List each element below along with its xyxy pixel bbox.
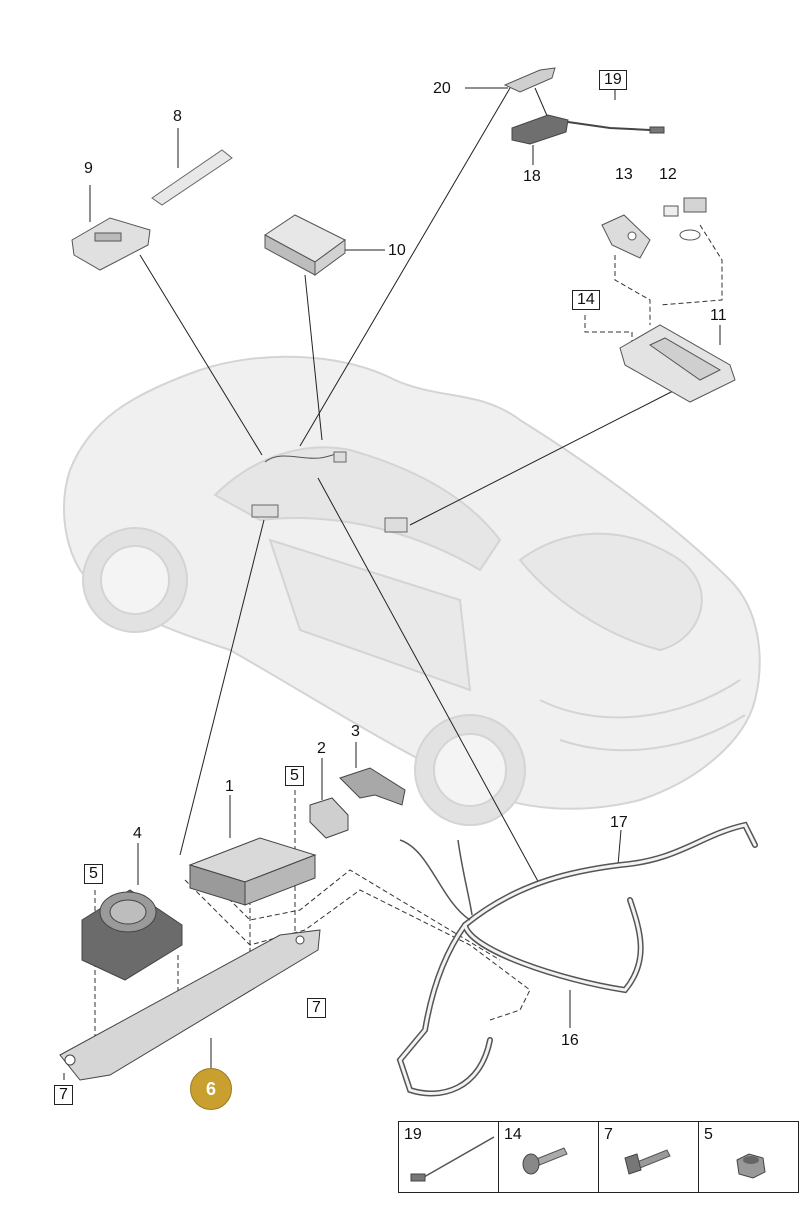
part-8-antenna [151, 149, 233, 206]
part-6-plate [59, 929, 321, 1081]
legend-num-14: 14 [504, 1126, 522, 1143]
part-label-3: 3 [351, 723, 360, 740]
part-label-13: 13 [615, 166, 633, 183]
roof-items [251, 451, 408, 533]
part-label-12: 12 [659, 166, 677, 183]
part-label-2: 2 [317, 740, 326, 757]
part-label-9: 9 [84, 160, 93, 177]
bolt-icon [624, 1149, 671, 1175]
wiring-harness [396, 821, 758, 1097]
part-label-4: 4 [133, 825, 142, 842]
legend-num-19: 19 [404, 1126, 422, 1143]
part-18-module [511, 114, 665, 145]
part-1-control-unit [188, 837, 317, 906]
part-label-11: 11 [710, 307, 727, 324]
part-label-20: 20 [433, 80, 451, 97]
legend-num-5: 5 [704, 1126, 713, 1143]
part-2-connector [309, 797, 349, 839]
part-label-10: 10 [388, 242, 406, 259]
part-label-19: 19 [599, 70, 627, 90]
part-label-17: 17 [610, 814, 628, 831]
harness-wires [399, 839, 473, 921]
part-label-8: 8 [173, 108, 182, 125]
cable-icon [410, 1136, 495, 1182]
nut-icon [736, 1153, 766, 1179]
part-label-7-right: 7 [307, 998, 326, 1018]
part-label-16: 16 [561, 1032, 579, 1049]
leader-lines [63, 87, 721, 1080]
part-label-7-left: 7 [54, 1085, 73, 1105]
legend-cell-5[interactable]: 5 [698, 1122, 798, 1192]
part-label-5-upper: 5 [285, 766, 304, 786]
part-10-module [264, 214, 346, 276]
part-13-connector [601, 214, 651, 259]
screw-icon [522, 1147, 568, 1175]
part-9-bracket [71, 217, 151, 271]
part-3-bracket [339, 767, 406, 806]
part-label-18: 18 [523, 168, 541, 185]
part-4-speaker [81, 889, 183, 981]
part-label-14: 14 [572, 290, 600, 310]
part-label-5-lower: 5 [84, 864, 103, 884]
legend-cell-14[interactable]: 14 [498, 1122, 598, 1192]
highlight-part-6[interactable]: 6 [190, 1068, 232, 1110]
part-label-1: 1 [225, 778, 234, 795]
part-11-tray [619, 324, 736, 403]
part-20-bracket [503, 67, 556, 93]
part-12-clip [663, 197, 707, 241]
fastener-legend: 19 14 7 5 [398, 1121, 799, 1193]
harness-outline [398, 823, 757, 1095]
car-illustration [63, 355, 761, 826]
legend-cell-7[interactable]: 7 [598, 1122, 698, 1192]
legend-num-7: 7 [604, 1126, 613, 1143]
legend-cell-19[interactable]: 19 [399, 1122, 498, 1192]
